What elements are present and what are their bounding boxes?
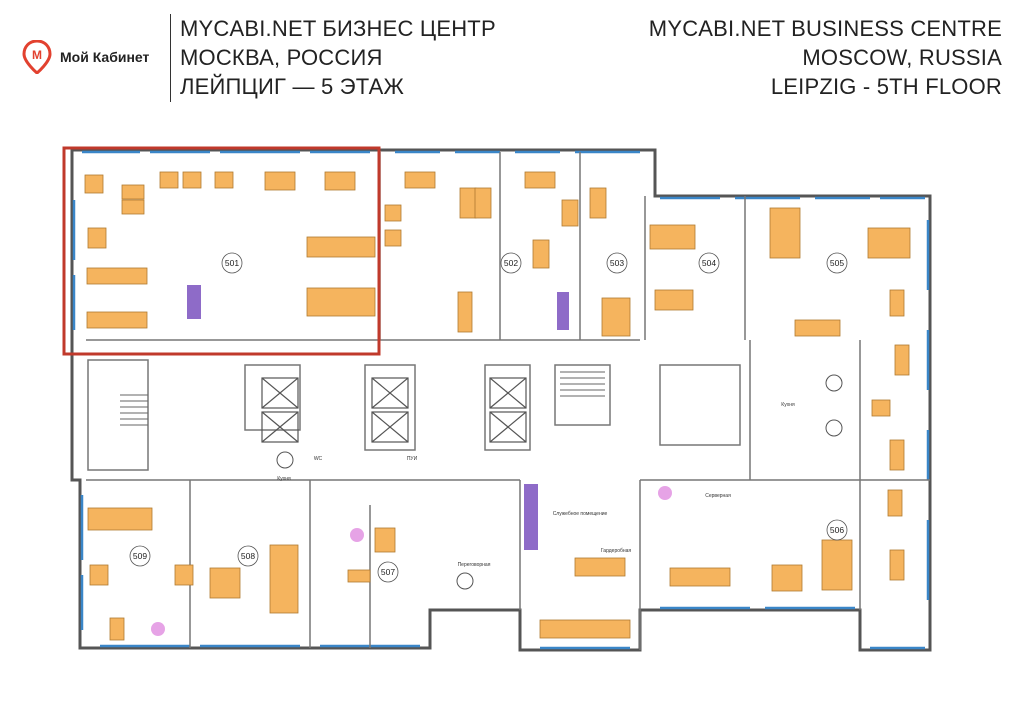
title-russian: MYCABI.NET БИЗНЕС ЦЕНТР МОСКВА, РОССИЯ Л… [180, 14, 496, 101]
brand-logo[interactable]: M Мой Кабинет [22, 40, 149, 74]
room-labels: Кухня Кухня Переговорная Служебное помещ… [277, 402, 795, 568]
office-label-503: 503 [610, 258, 624, 268]
office-label-502: 502 [504, 258, 518, 268]
office-label-506: 506 [830, 525, 844, 535]
room-label-meeting: Переговорная [458, 562, 491, 568]
stairs [120, 371, 605, 426]
room-label-pui: ПУИ [407, 456, 418, 462]
title-english: MYCABI.NET BUSINESS CENTRE MOSCOW, RUSSI… [649, 14, 1002, 101]
room-label-kitchen-a: Кухня [277, 476, 291, 482]
title-en-line-3: LEIPZIG - 5TH FLOOR [770, 74, 1002, 99]
title-ru-line-3: ЛЕЙПЦИГ — 5 ЭТАЖ [180, 74, 405, 99]
office-label-508: 508 [241, 551, 255, 561]
room-label-service: Служебное помещение [553, 511, 608, 517]
header-divider [170, 14, 171, 102]
map-pin-logo-icon: M [22, 40, 52, 74]
furniture-accents [151, 285, 843, 636]
title-ru-line-2: МОСКВА, РОССИЯ [180, 45, 383, 70]
office-label-509: 509 [133, 551, 147, 561]
room-label-wardrobe: Гардеробная [601, 548, 632, 554]
room-label-kitchen-b: Кухня [781, 402, 795, 408]
office-label-505: 505 [830, 258, 844, 268]
floor-plan: 501 502 503 504 505 506 507 508 509 Кухн… [62, 146, 932, 652]
title-en-line-1: MYCABI.NET BUSINESS CENTRE [648, 16, 1002, 41]
office-labels: 501 502 503 504 505 506 507 508 509 [129, 252, 848, 583]
office-label-507: 507 [381, 567, 395, 577]
office-label-504: 504 [702, 258, 716, 268]
office-label-501: 501 [225, 258, 239, 268]
brand-name: Мой Кабинет [60, 49, 150, 65]
title-ru-line-1: MYCABI.NET БИЗНЕС ЦЕНТР [180, 16, 496, 41]
windows [72, 150, 930, 650]
highlight-box-office-501[interactable] [62, 146, 381, 356]
elevators [261, 377, 527, 443]
room-label-wc: WC [314, 456, 323, 462]
logo-letter: M [32, 48, 42, 62]
room-label-server: Серверная [705, 493, 731, 499]
header: M Мой Кабинет MYCABI.NET БИЗНЕС ЦЕНТР МО… [0, 0, 1024, 106]
desks [84, 171, 911, 641]
title-en-line-2: MOSCOW, RUSSIA [802, 45, 1002, 70]
